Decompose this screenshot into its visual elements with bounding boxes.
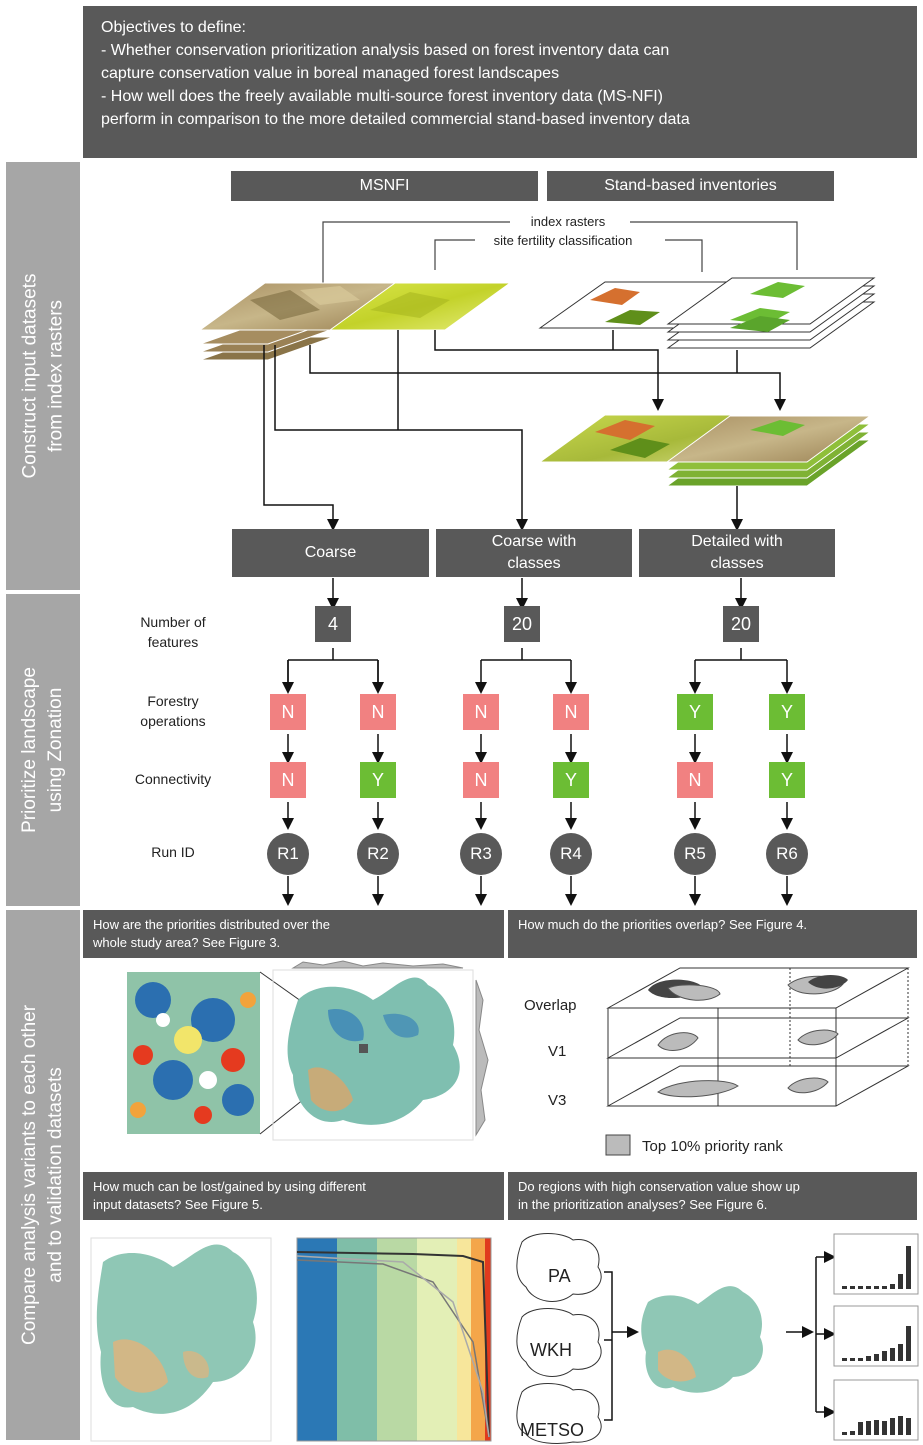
combined-index-stack [665,415,872,487]
forestry-flag: N [553,694,589,730]
run-id-circle: R2 [357,833,399,875]
prioritization-tree-lines [282,578,793,906]
dataset-coarse-label: Coarse [304,544,357,561]
validation-pa-label: PA [548,1266,571,1286]
question-text: How much can be lost/gained by using dif… [93,1179,366,1194]
objectives-banner: Objectives to define: - Whether conserva… [83,6,917,158]
question-figure-5: How much can be lost/gained by using dif… [83,1172,504,1220]
overlap-label: Overlap [524,997,577,1014]
feature-count-box: 4 [315,606,351,642]
run-id-circle: R1 [267,833,309,875]
figure4-preview: Overlap V1 V3 Top 10% priority rank [524,967,910,1156]
sidebar-label: Compare analysis variants to each other [19,1004,40,1346]
overlap-patches [648,975,848,1098]
feature-count-box: 20 [504,606,540,642]
priority-map-small [641,1286,763,1393]
stand-header: Stand-based inventories [547,171,834,201]
connectivity-flag: Y [360,762,396,798]
stand-index-raster-stack [666,277,876,349]
dataset-coarse-with-classes: Coarse with classes [436,529,632,577]
sidebar-compare: Compare analysis variants to each other … [6,910,80,1440]
question-figure-4: How much do the priorities overlap? See … [508,910,917,958]
bar-chart-metso [833,1379,919,1441]
msnfi-label: MSNFI [359,177,410,194]
site-fertility-label: site fertility classification [494,233,633,248]
feature-count-box: 20 [723,606,759,642]
dataset-label: classes [507,555,561,572]
row-label-text: operations [140,713,206,729]
row-label-text: Number of [140,614,206,630]
row-label-text: Run ID [151,844,195,860]
figure5-preview [90,1237,492,1442]
dataset-label: Coarse with [491,533,577,550]
sidebar-label: and to validation datasets [45,1067,66,1283]
row-label-text: features [147,634,199,650]
row-label-text: Connectivity [134,771,212,787]
legend-label: Top 10% priority rank [642,1138,783,1155]
objectives-heading: Objectives to define: [101,19,246,36]
msnfi-fertility-raster [328,282,512,331]
row-label-text: Forestry [147,693,199,709]
dataset-label: Detailed with [691,533,783,550]
question-figure-6: Do regions with high conservation value … [508,1172,917,1220]
question-text: How are the priorities distributed over … [93,917,331,932]
bar-chart-wkh [833,1305,919,1367]
forestry-flag: N [360,694,396,730]
input-rasters-diagram: index rasters site fertility classificat… [198,214,876,531]
objectives-line: capture conservation value in boreal man… [101,65,560,82]
question-text: whole study area? See Figure 3. [93,935,281,950]
question-figure-3: How are the priorities distributed over … [83,910,504,958]
objectives-line: - Whether conservation prioritization an… [101,42,670,59]
figure6-preview: PA WKH METSO [516,1233,919,1444]
run-id-circle: R3 [460,833,502,875]
dataset-coarse: Coarse [232,529,429,577]
row-label-forestry: Forestry operations [118,691,228,731]
sidebar-construct: Construct input datasets from index rast… [6,162,80,590]
question-text: input datasets? See Figure 5. [93,1197,263,1212]
study-area-map [287,977,460,1125]
question-text: Do regions with high conservation value … [518,1179,800,1194]
forestry-flag: Y [677,694,713,730]
row-label-features: Number of features [118,612,228,652]
objectives-line: - How well does the freely available mul… [101,88,663,105]
connectivity-flag: N [677,762,713,798]
connectivity-flag: Y [553,762,589,798]
v3-label: V3 [548,1092,566,1109]
objectives-line: perform in comparison to the more detail… [101,111,690,128]
legend-swatch [605,1134,631,1156]
connectivity-flag: Y [769,762,805,798]
stand-label: Stand-based inventories [604,177,777,194]
validation-wkh-label: WKH [530,1340,572,1360]
sidebar-prioritize: Prioritize landscape using Zonation [6,594,80,906]
connectivity-flag: N [463,762,499,798]
question-text: in the prioritization analyses? See Figu… [518,1197,768,1212]
row-label-connectivity: Connectivity [118,769,228,789]
msnfi-header: MSNFI [231,171,538,201]
question-text: How much do the priorities overlap? See … [518,917,808,932]
flow-lines [263,330,786,531]
figure3-preview [127,960,489,1141]
connectivity-flag: N [270,762,306,798]
zoomed-priority-map [127,972,260,1134]
difference-map [96,1244,257,1414]
run-id-circle: R6 [766,833,808,875]
forestry-flag: Y [769,694,805,730]
forestry-flag: N [463,694,499,730]
dataset-label: classes [710,555,764,572]
bar-chart-pa [833,1233,919,1295]
run-id-circle: R4 [550,833,592,875]
index-rasters-label: index rasters [531,214,606,229]
performance-curves-panel [296,1237,492,1442]
forestry-flag: N [270,694,306,730]
row-label-run-id: Run ID [118,842,228,862]
validation-metso-label: METSO [520,1420,584,1440]
dataset-detailed-with-classes: Detailed with classes [639,529,835,577]
v1-label: V1 [548,1043,566,1060]
validation-outlines [516,1233,602,1444]
run-id-circle: R5 [674,833,716,875]
label-brackets [322,221,798,290]
